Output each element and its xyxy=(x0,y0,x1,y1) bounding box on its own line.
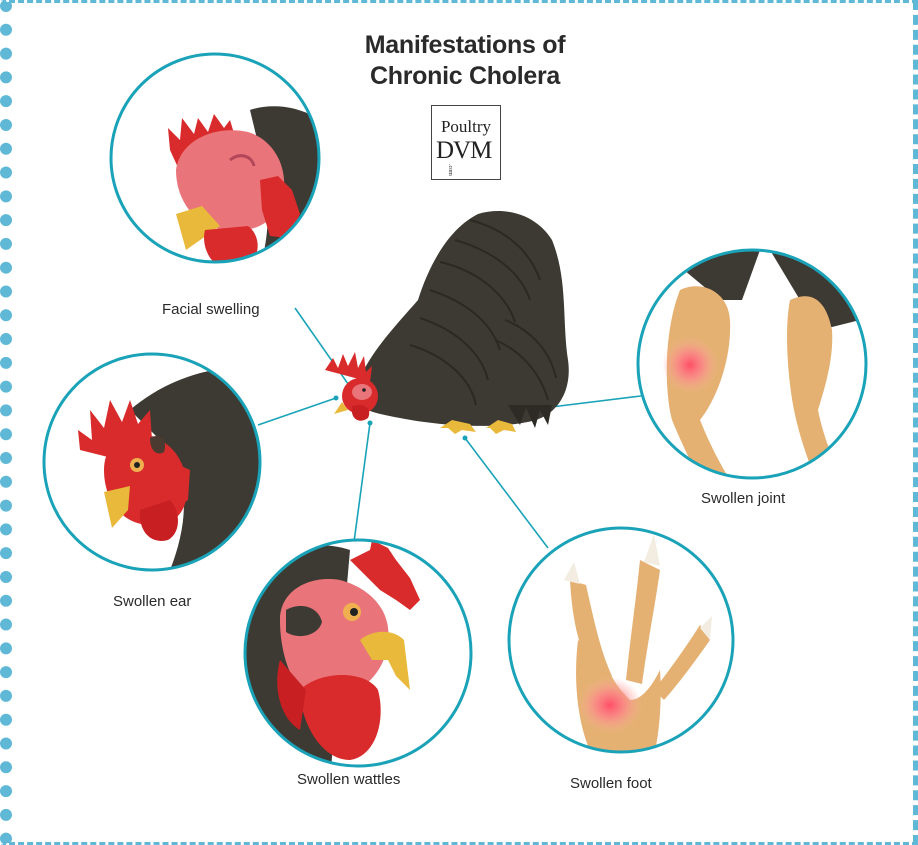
connector-ear xyxy=(258,398,336,425)
chicken-illustration xyxy=(325,211,569,434)
facial-swelling-inset xyxy=(111,54,340,271)
swollen-ear-inset xyxy=(44,354,262,570)
swollen-joint-inset xyxy=(638,250,870,480)
label-swollen-ear: Swollen ear xyxy=(113,593,191,610)
connector-facial xyxy=(295,308,353,391)
label-facial-swelling: Facial swelling xyxy=(162,301,260,318)
swollen-wattles-inset xyxy=(240,540,471,780)
label-swollen-foot: Swollen foot xyxy=(570,775,652,792)
label-swollen-joint: Swollen joint xyxy=(701,490,785,507)
label-swollen-wattles: Swollen wattles xyxy=(297,771,400,788)
connector-foot xyxy=(465,438,548,548)
swollen-foot-inset xyxy=(509,528,733,770)
connector-wattles xyxy=(354,423,370,542)
